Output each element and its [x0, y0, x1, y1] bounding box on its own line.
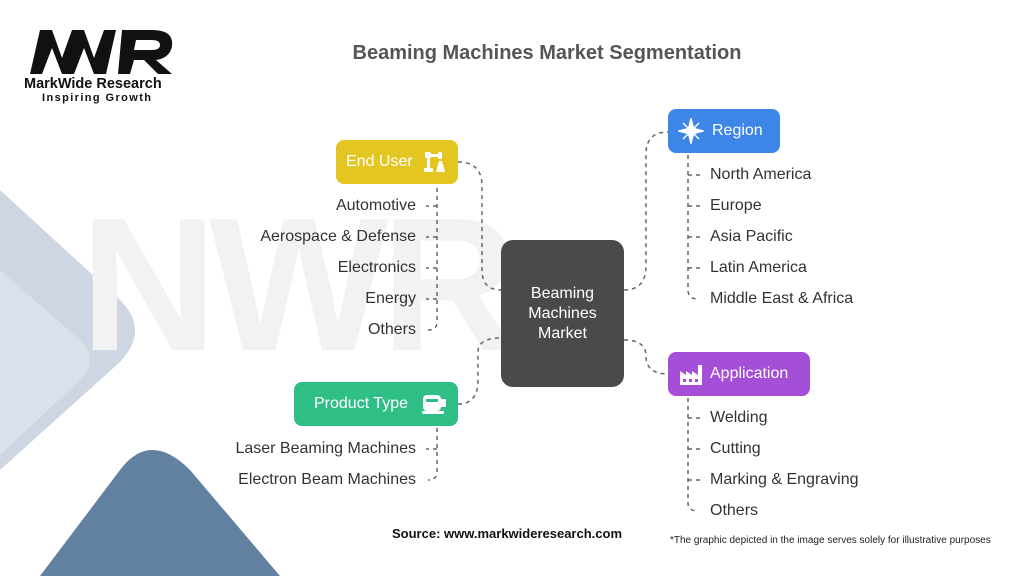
- region-item: Europe: [710, 197, 762, 214]
- source-text: Source: www.markwideresearch.com: [392, 526, 623, 541]
- category-product-type: Product Type: [294, 382, 458, 426]
- end-user-item: Aerospace & Defense: [260, 228, 416, 245]
- machine-icon: [422, 395, 446, 414]
- end-user-item: Energy: [365, 290, 416, 307]
- category-end-user-label: End User: [346, 153, 413, 170]
- application-item: Welding: [710, 409, 768, 426]
- factory-icon: [680, 365, 702, 385]
- category-end-user: End User: [336, 140, 458, 184]
- disclaimer-text: *The graphic depicted in the image serve…: [670, 535, 991, 546]
- robot-arm-icon: [424, 152, 445, 172]
- product-type-item: Laser Beaming Machines: [235, 440, 416, 457]
- logo-name: MarkWide Research: [24, 76, 162, 92]
- category-application: Application: [668, 352, 810, 396]
- region-item: North America: [710, 166, 812, 183]
- region-item: Asia Pacific: [710, 228, 793, 245]
- category-region: Region: [668, 109, 780, 153]
- application-item: Marking & Engraving: [710, 471, 859, 488]
- category-product-type-label: Product Type: [314, 395, 408, 412]
- svg-text:NWR: NWR: [80, 179, 515, 391]
- region-item: Latin America: [710, 259, 807, 276]
- category-region-label: Region: [712, 122, 763, 139]
- application-item: Cutting: [710, 440, 761, 457]
- application-item: Others: [710, 502, 759, 519]
- end-user-item: Others: [367, 321, 416, 338]
- compass-star-icon: [678, 118, 704, 144]
- region-item: Middle East & Africa: [710, 290, 854, 307]
- logo-tagline: Inspiring Growth: [42, 92, 153, 104]
- category-application-label: Application: [710, 365, 789, 382]
- end-user-item: Automotive: [335, 197, 416, 214]
- center-node: Beaming Machines Market: [501, 240, 624, 387]
- page-title: Beaming Machines Market Segmentation: [352, 42, 742, 64]
- product-type-item: Electron Beam Machines: [238, 471, 416, 488]
- end-user-item: Electronics: [337, 259, 416, 276]
- logo-mark: [30, 30, 173, 74]
- center-label: Beaming Machines Market: [528, 284, 597, 342]
